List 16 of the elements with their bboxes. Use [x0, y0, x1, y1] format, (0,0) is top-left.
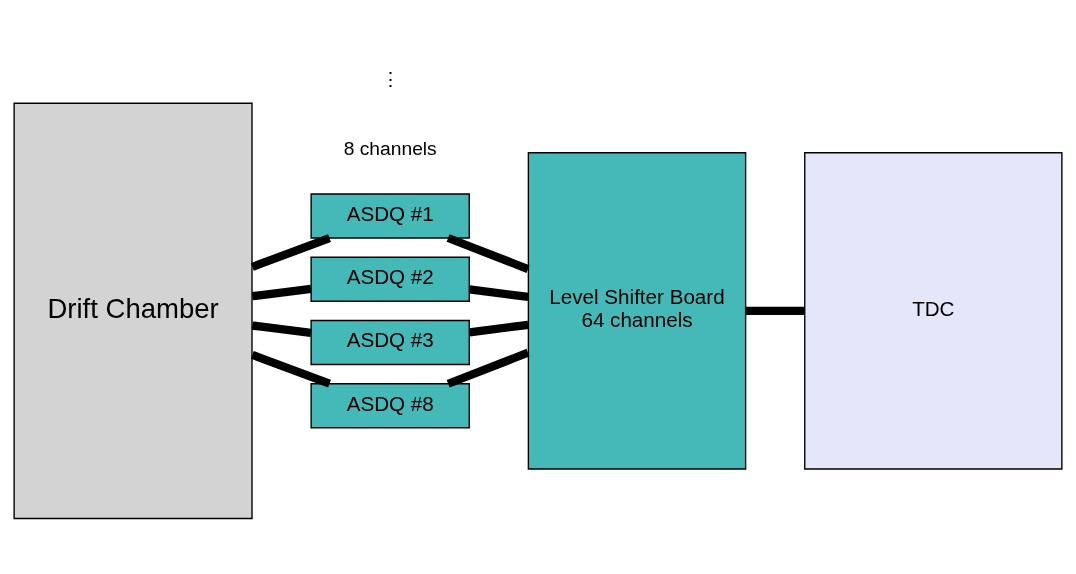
connector [251, 284, 312, 300]
node-box: TDC [804, 151, 1063, 470]
connector [746, 306, 805, 315]
node-box: ASDQ #3 [310, 319, 470, 365]
node-box: Drift Chamber [13, 102, 253, 519]
label: 8 channels [343, 137, 437, 159]
node-box: ASDQ #8 [310, 382, 470, 428]
connector [468, 284, 529, 301]
connector [251, 320, 312, 337]
node-box: ASDQ #1 [310, 192, 470, 239]
connector [446, 233, 530, 273]
connector [468, 320, 529, 336]
connector [446, 348, 530, 388]
node-box: Level Shifter Board 64 channels [527, 151, 747, 470]
label: ⋮ [380, 68, 400, 90]
node-box: ASDQ #2 [310, 256, 470, 302]
